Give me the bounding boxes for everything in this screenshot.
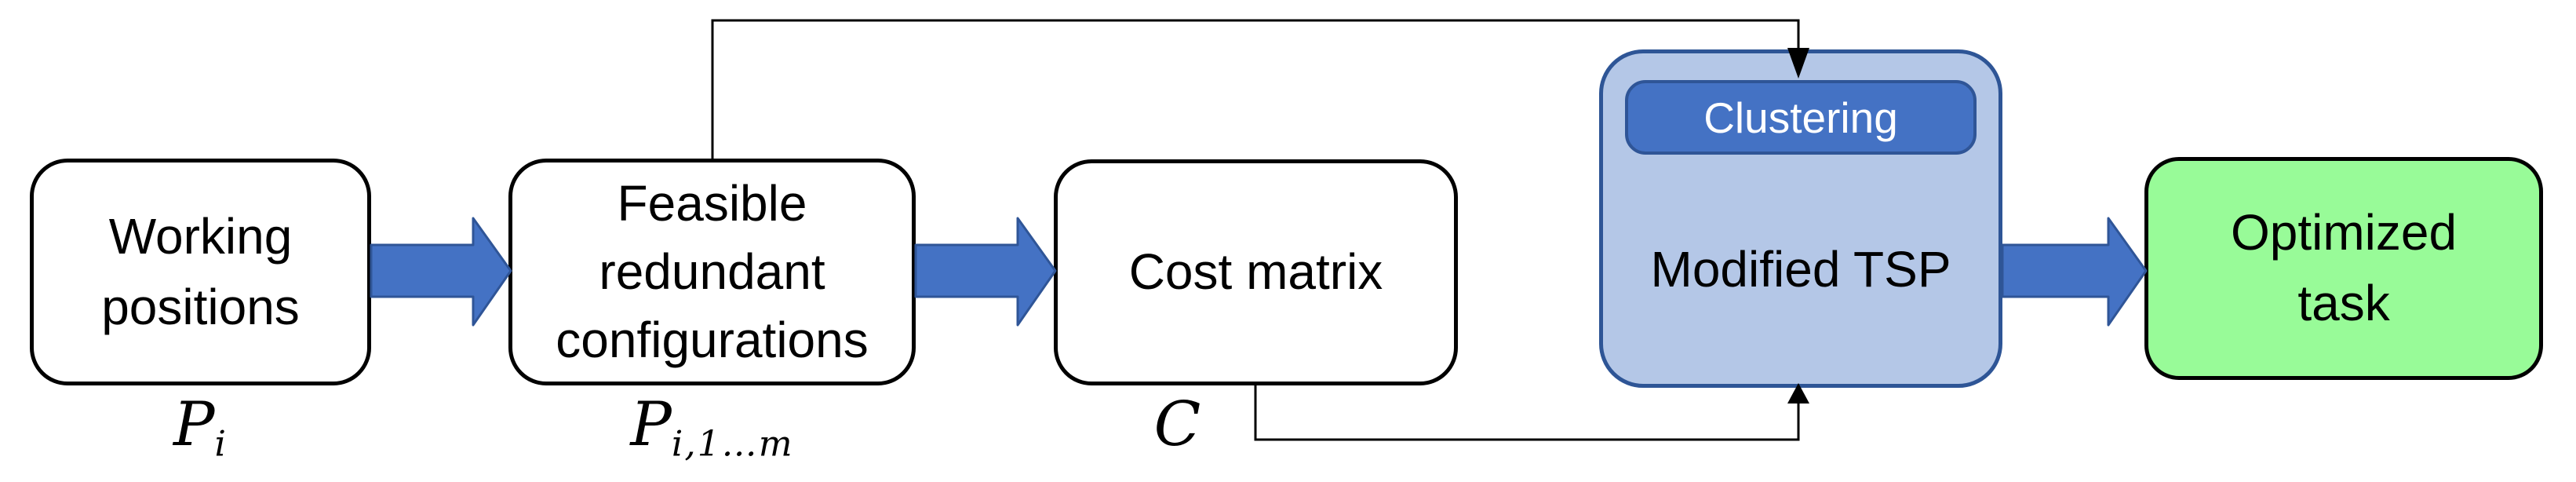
arrow-tsp-to-optimized-icon: [2001, 217, 2148, 327]
node-clustering: Clustering: [1625, 80, 1977, 155]
symbol-cost-matrix-base: C: [1153, 389, 1201, 460]
connector-cost-matrix-to-tsp: [1254, 385, 1800, 441]
node-working-positions: Working positions: [30, 159, 371, 385]
node-cost-matrix-label: Cost matrix: [1128, 243, 1383, 301]
node-modified-tsp: Clustering Modified TSP: [1599, 49, 2002, 388]
node-working-positions-label: Working positions: [101, 207, 300, 335]
node-modified-tsp-label: Modified TSP: [1603, 155, 1998, 384]
node-clustering-label: Clustering: [1703, 93, 1898, 142]
node-optimized-task: Optimized task: [2144, 157, 2543, 380]
node-optimized-task-label: Optimized task: [2230, 204, 2458, 331]
symbol-working-positions-subscript: i: [214, 422, 228, 465]
node-feasible-redundant-configurations-label: Feasible redundant configurations: [556, 174, 869, 369]
symbol-working-positions: Pi: [30, 389, 371, 465]
symbol-cost-matrix: C: [1054, 389, 1301, 465]
symbol-feasible-configurations-base: P: [630, 389, 672, 460]
arrow-working-to-feasible-icon: [370, 217, 512, 327]
symbol-feasible-configurations: Pi,1…m: [508, 389, 916, 465]
symbol-feasible-configurations-subscript: i,1…m: [671, 422, 794, 465]
node-cost-matrix: Cost matrix: [1054, 159, 1458, 385]
arrow-feasible-to-cost-matrix-icon: [914, 217, 1057, 327]
node-modified-tsp-label-text: Modified TSP: [1650, 241, 1951, 298]
symbol-working-positions-base: P: [173, 389, 215, 460]
node-feasible-redundant-configurations: Feasible redundant configurations: [508, 159, 916, 385]
